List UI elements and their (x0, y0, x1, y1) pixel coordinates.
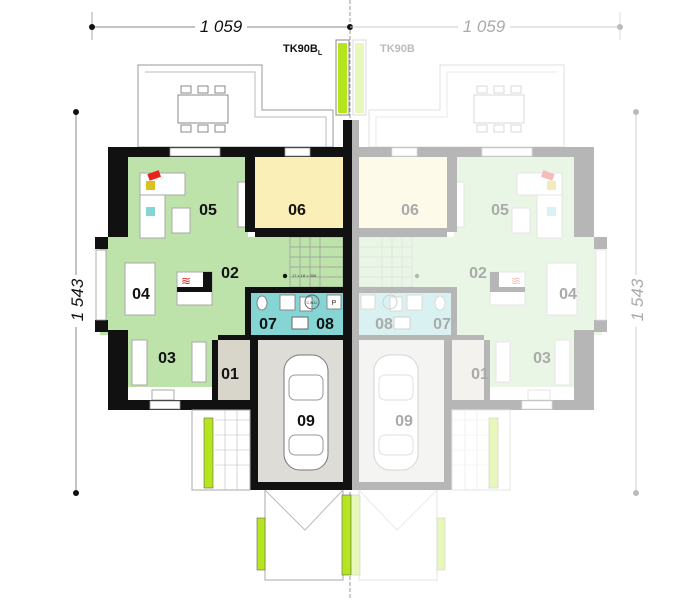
room-01-right: 01 (471, 366, 489, 383)
room-04-right: 04 (559, 286, 577, 303)
unit-label-left: TK90BL (283, 43, 323, 57)
unit-left-plan (94, 39, 353, 581)
room-05: 05 (199, 202, 217, 219)
dimension-side-right: 1 543 (626, 109, 648, 496)
dimension-top-left: 1 059 (89, 12, 353, 40)
dimension-top-right: 1 059 (350, 12, 623, 40)
room-03-right: 03 (533, 350, 551, 367)
dimension-depth-right: 1 543 (628, 278, 647, 321)
dimension-side-left: 1 543 (66, 109, 88, 496)
room-08: 08 (316, 316, 334, 333)
room-06: 06 (288, 202, 306, 219)
unit-label-right: TK90B (380, 43, 415, 55)
stair-note: 17 x 18 = 306 (292, 273, 317, 278)
room-09-right: 09 (395, 413, 413, 430)
dimension-width-left: 1 059 (200, 17, 243, 36)
room-07-right: 07 (433, 316, 451, 333)
room-labels-right: 06 05 02 04 08 07 03 01 09 (375, 202, 577, 430)
room-labels-left: 05 06 02 04 07 08 03 01 09 (132, 202, 334, 430)
room-05-right: 05 (491, 202, 509, 219)
room-02-right: 02 (469, 265, 487, 282)
room-07: 07 (259, 316, 277, 333)
dimension-width-right: 1 059 (463, 17, 506, 36)
unit-right-plan (349, 39, 608, 581)
dimension-depth-left: 1 543 (68, 278, 87, 321)
room-03: 03 (158, 350, 176, 367)
room-06-right: 06 (401, 202, 419, 219)
boiler-label: C.W.U. (306, 301, 317, 305)
room-04: 04 (132, 286, 150, 303)
room-09: 09 (297, 413, 315, 430)
p-label: P (332, 300, 337, 307)
room-02: 02 (221, 265, 239, 282)
room-01: 01 (221, 366, 239, 383)
room-08-right: 08 (375, 316, 393, 333)
